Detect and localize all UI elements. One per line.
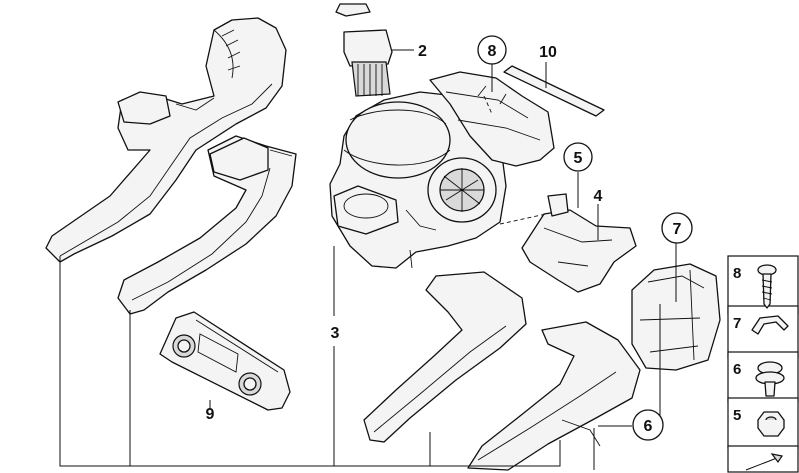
callout-label-10: 10 bbox=[539, 44, 557, 61]
foam-seal-strip bbox=[503, 65, 605, 117]
legend-label-7: 7 bbox=[733, 315, 741, 332]
screw-icon bbox=[757, 264, 777, 309]
callout-label-3: 3 bbox=[331, 325, 340, 342]
fastener-legend: 8 7 6 5 bbox=[727, 255, 799, 473]
callout-label-7: 7 bbox=[673, 221, 682, 238]
climate-control-panel bbox=[159, 311, 291, 411]
blower-upper-housing bbox=[429, 71, 555, 167]
legend-item-6: 6 bbox=[733, 361, 785, 397]
bolt-with-washer-icon bbox=[755, 361, 785, 397]
hex-nut-icon bbox=[757, 411, 785, 437]
callout-label-4: 4 bbox=[594, 188, 603, 205]
legend-item-7: 7 bbox=[733, 315, 789, 335]
legend-arrow-icon bbox=[745, 453, 783, 471]
callout-label-2: 2 bbox=[418, 43, 427, 60]
callout-6: 6 bbox=[632, 409, 664, 441]
leader-lines bbox=[59, 49, 677, 470]
callout-2: 2 bbox=[418, 43, 427, 60]
callout-7: 7 bbox=[661, 212, 693, 244]
callout-label-8: 8 bbox=[488, 43, 497, 60]
callout-label-5: 5 bbox=[574, 150, 583, 167]
callout-9: 9 bbox=[206, 406, 215, 423]
air-duct-cover bbox=[631, 263, 721, 371]
callout-10: 10 bbox=[539, 44, 557, 61]
callout-8: 8 bbox=[477, 35, 507, 65]
blower-motor-housing bbox=[329, 91, 507, 269]
legend-item-8: 8 bbox=[733, 264, 777, 309]
callout-4: 4 bbox=[594, 188, 603, 205]
legend-label-6: 6 bbox=[733, 361, 741, 378]
callout-label-6: 6 bbox=[644, 418, 653, 435]
mounting-bracket bbox=[499, 193, 637, 293]
clamp-clip-icon bbox=[751, 315, 789, 335]
blower-resistor bbox=[335, 3, 393, 97]
legend-label-8: 8 bbox=[733, 265, 741, 282]
callout-label-9: 9 bbox=[206, 406, 215, 423]
center-air-duct bbox=[117, 135, 297, 315]
callout-3: 3 bbox=[331, 325, 340, 342]
left-air-duct bbox=[45, 17, 287, 263]
callout-5: 5 bbox=[563, 142, 593, 172]
legend-item-5: 5 bbox=[733, 407, 785, 437]
lower-right-ducts bbox=[363, 271, 641, 471]
legend-label-5: 5 bbox=[733, 407, 741, 424]
